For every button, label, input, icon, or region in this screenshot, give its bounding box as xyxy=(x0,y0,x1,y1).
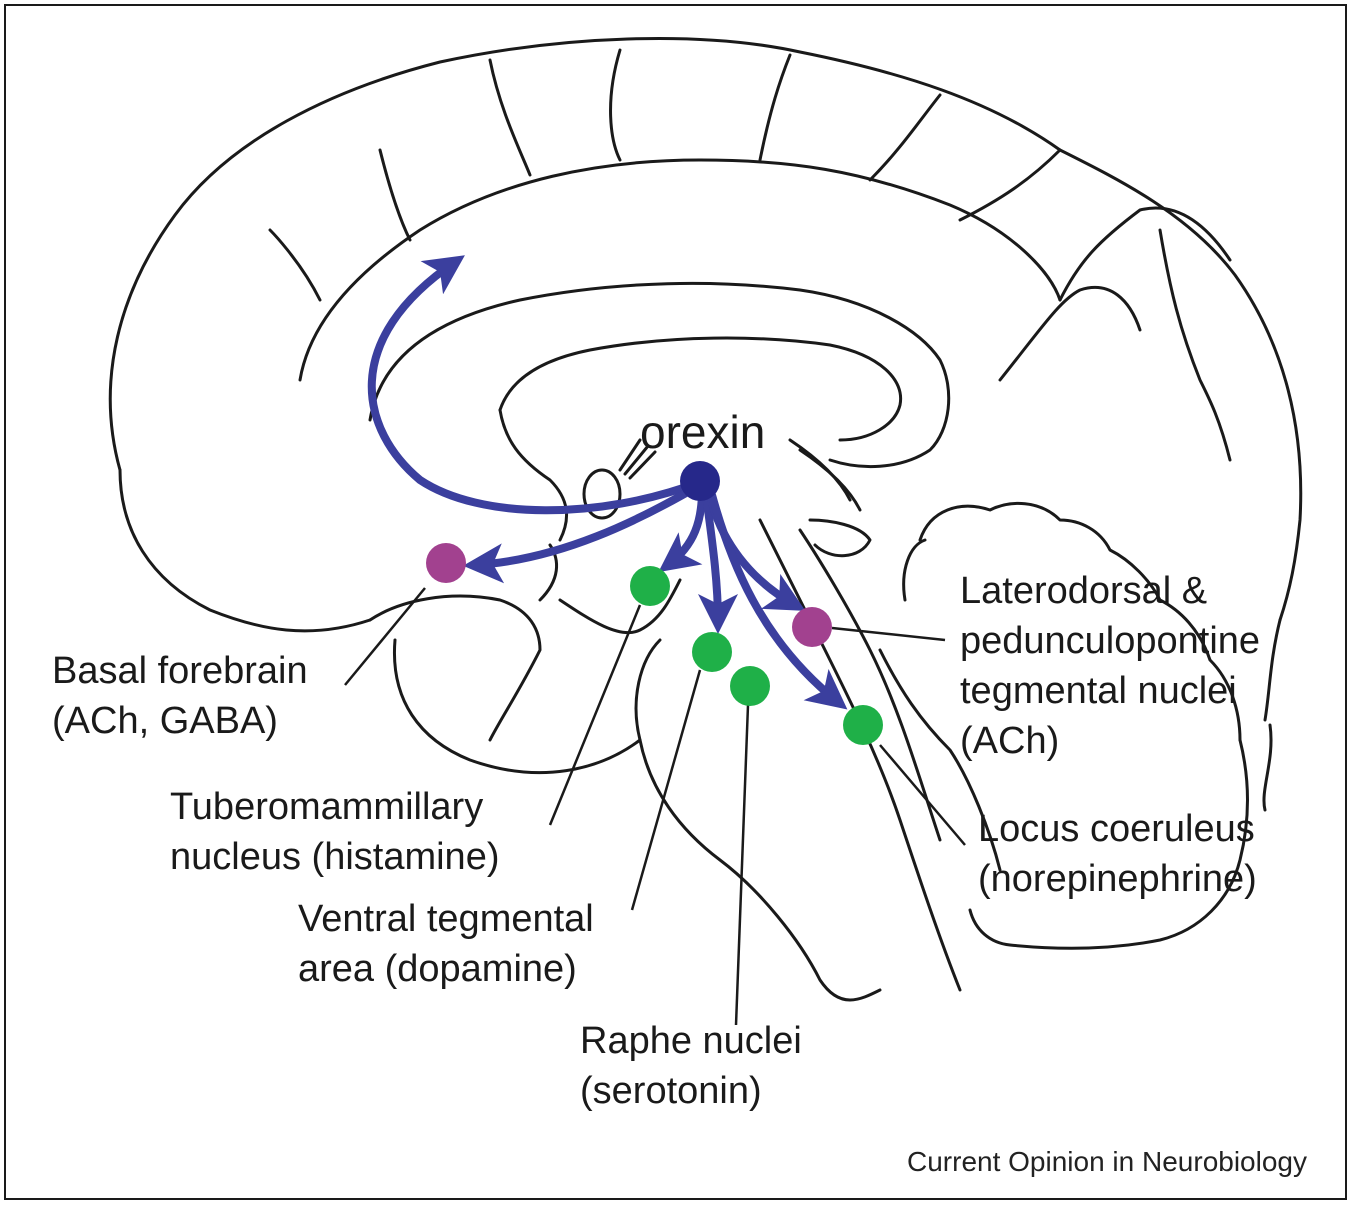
label-line: Laterodorsal & xyxy=(960,566,1260,616)
label-line: area (dopamine) xyxy=(298,944,594,994)
label-line: Basal forebrain xyxy=(52,646,308,696)
ldt-ppt-node xyxy=(792,607,832,647)
orexin-label: orexin xyxy=(640,404,765,460)
label-line: Locus coeruleus xyxy=(978,804,1257,854)
raphe-node xyxy=(730,666,770,706)
arrow-to-ldt-ppt xyxy=(710,495,795,605)
label-line: (ACh, GABA) xyxy=(52,696,308,746)
label-line: Ventral tegmental xyxy=(298,894,594,944)
tuberomammillary-label: Tuberomammillary nucleus (histamine) xyxy=(170,782,499,882)
label-line: pedunculopontine xyxy=(960,616,1260,666)
vta-node xyxy=(692,632,732,672)
label-line: (ACh) xyxy=(960,716,1260,766)
locus-coeruleus-label: Locus coeruleus (norepinephrine) xyxy=(978,804,1257,904)
arrow-to-locus-coeruleus xyxy=(712,495,838,702)
label-line: (norepinephrine) xyxy=(978,854,1257,904)
locus-coeruleus-node xyxy=(843,705,883,745)
label-line: tegmental nuclei xyxy=(960,666,1260,716)
label-line: Raphe nuclei xyxy=(580,1016,802,1066)
basal-forebrain-label: Basal forebrain (ACh, GABA) xyxy=(52,646,308,746)
vta-label: Ventral tegmental area (dopamine) xyxy=(298,894,594,994)
raphe-label: Raphe nuclei (serotonin) xyxy=(580,1016,802,1116)
label-line: Tuberomammillary xyxy=(170,782,499,832)
basal-forebrain-node xyxy=(426,543,466,583)
orexin-node xyxy=(680,461,720,501)
tuberomammillary-node xyxy=(630,566,670,606)
arrow-to-cortex xyxy=(372,262,700,510)
ldt-ppt-label: Laterodorsal & pedunculopontine tegmenta… xyxy=(960,566,1260,766)
label-line: nucleus (histamine) xyxy=(170,832,499,882)
label-line: (serotonin) xyxy=(580,1066,802,1116)
journal-credit: Current Opinion in Neurobiology xyxy=(907,1146,1307,1178)
